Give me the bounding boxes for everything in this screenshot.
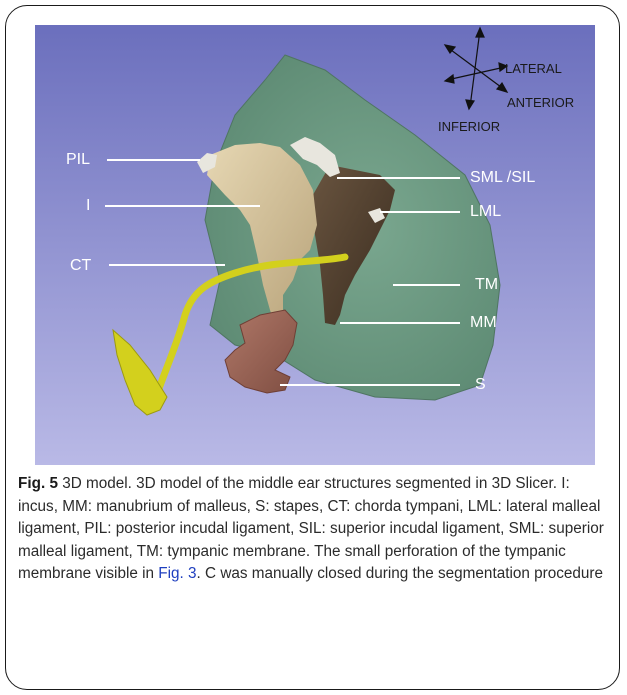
label-sml-sil: SML /SIL bbox=[470, 170, 535, 186]
compass-anterior-label: ANTERIOR bbox=[507, 96, 574, 109]
label-tm: TM bbox=[475, 277, 498, 293]
label-pil: PIL bbox=[66, 152, 90, 168]
figure-caption: Fig. 5 3D model. 3D model of the middle … bbox=[18, 473, 610, 586]
label-s: S bbox=[475, 377, 486, 393]
3d-model-svg bbox=[35, 25, 595, 465]
compass-lateral-label: LATERAL bbox=[505, 62, 562, 75]
label-ct: CT bbox=[70, 258, 91, 274]
compass-inferior-label: INFERIOR bbox=[438, 120, 500, 133]
label-lml: LML bbox=[470, 204, 501, 220]
caption-figure-ref-link[interactable]: Fig. 3 bbox=[158, 565, 196, 582]
label-mm: MM bbox=[470, 315, 497, 331]
label-i: I bbox=[86, 198, 90, 214]
caption-figure-label: Fig. 5 bbox=[18, 475, 58, 492]
3d-model-render bbox=[35, 25, 595, 465]
caption-text-2: . C was manually closed during the segme… bbox=[197, 565, 603, 582]
